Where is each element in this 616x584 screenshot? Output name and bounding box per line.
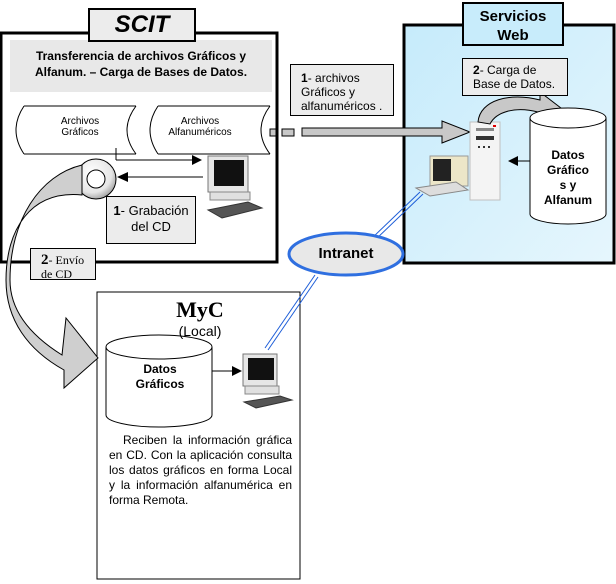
scit-subtitle-line1: Transferencia de archivos Gráficos y xyxy=(35,49,247,63)
file-alnum-label: Archivos Alfanuméricos xyxy=(150,116,250,138)
step2-load-box: 2- Carga de Base de Datos. xyxy=(462,58,568,96)
transfer-line2: Gráficos y xyxy=(301,85,356,99)
file-graphic-line2: Gráficos xyxy=(61,127,99,138)
web-services-title: Servicios Web xyxy=(462,2,564,46)
myc-title: MyC xyxy=(176,297,224,322)
web-db-line2: Gráfico xyxy=(546,163,589,177)
scit-workstation-icon xyxy=(206,155,264,219)
transfer-num: 1 xyxy=(301,71,308,85)
myc-subtitle: (Local) xyxy=(178,323,222,339)
arrow-transfer-to-web xyxy=(269,120,472,144)
step1-cd-num: 1 xyxy=(113,203,121,218)
step1-cd-line1: - Grabación xyxy=(120,203,189,218)
transfer-line1: - archivos xyxy=(307,71,360,85)
cd-icon xyxy=(75,158,117,200)
step1-cd-line2: del CD xyxy=(131,219,171,234)
myc-db-label: Datos Gráficos xyxy=(120,362,200,392)
myc-description: Reciben la información gráfica en CD. Co… xyxy=(109,433,292,507)
web-db-label: Datos Gráfico s y Alfanum xyxy=(534,148,602,208)
myc-workstation-icon xyxy=(242,353,294,409)
send-cd-box: 2- Envío de CD xyxy=(30,248,96,280)
send-cd-line2: de CD xyxy=(41,267,72,280)
file-alnum-line1: Archivos xyxy=(180,116,220,127)
step1-cd-box: 1- Grabación del CD xyxy=(106,196,196,244)
intranet-ellipse xyxy=(287,231,405,277)
web-db-cylinder xyxy=(529,107,607,225)
scit-subtitle-line2: Alfanum. – Carga de Bases de Datos. xyxy=(34,65,248,79)
transfer-box: 1- archivos Gráficos y alfanuméricos . xyxy=(290,64,394,116)
arrow-pc-to-cd xyxy=(117,172,203,182)
file-graphic-line1: Archivos xyxy=(60,116,100,127)
file-alnum-line2: Alfanuméricos xyxy=(168,127,232,138)
scit-subtitle: Transferencia de archivos Gráficos y Alf… xyxy=(10,40,272,92)
file-graphic-label: Archivos Gráficos xyxy=(30,116,130,138)
step2-load-line1: - Carga de xyxy=(479,63,537,77)
arrow-files-to-pc xyxy=(115,148,202,165)
send-cd-num: 2 xyxy=(41,252,49,268)
web-services-title-line2: Web xyxy=(497,27,529,44)
step2-load-line2: Base de Datos. xyxy=(473,77,556,91)
file-alnum-shape xyxy=(149,105,271,155)
myc-db-cylinder xyxy=(105,334,213,428)
send-cd-line1: - Envío xyxy=(48,253,85,267)
web-workstation-icon xyxy=(414,155,470,197)
myc-db-line2: Gráficos xyxy=(135,377,185,391)
web-db-line4: Alfanum xyxy=(544,193,592,207)
web-services-title-line1: Servicios xyxy=(479,8,547,25)
arrow-db-to-server xyxy=(508,156,530,166)
web-db-line3: s y xyxy=(559,178,577,192)
intranet-link-lines xyxy=(264,191,424,351)
step2-load-num: 2 xyxy=(473,63,480,77)
arrow-db-to-myc-pc xyxy=(212,366,242,376)
transfer-line3: alfanuméricos . xyxy=(301,99,383,113)
web-db-line1: Datos xyxy=(551,148,585,162)
server-icon xyxy=(469,121,501,201)
file-graphic-shape xyxy=(15,105,137,155)
scit-title: SCIT xyxy=(88,8,196,42)
intranet-label: Intranet xyxy=(318,245,374,262)
curved-arrow-send-cd xyxy=(5,164,99,390)
myc-db-line1: Datos xyxy=(143,362,177,376)
